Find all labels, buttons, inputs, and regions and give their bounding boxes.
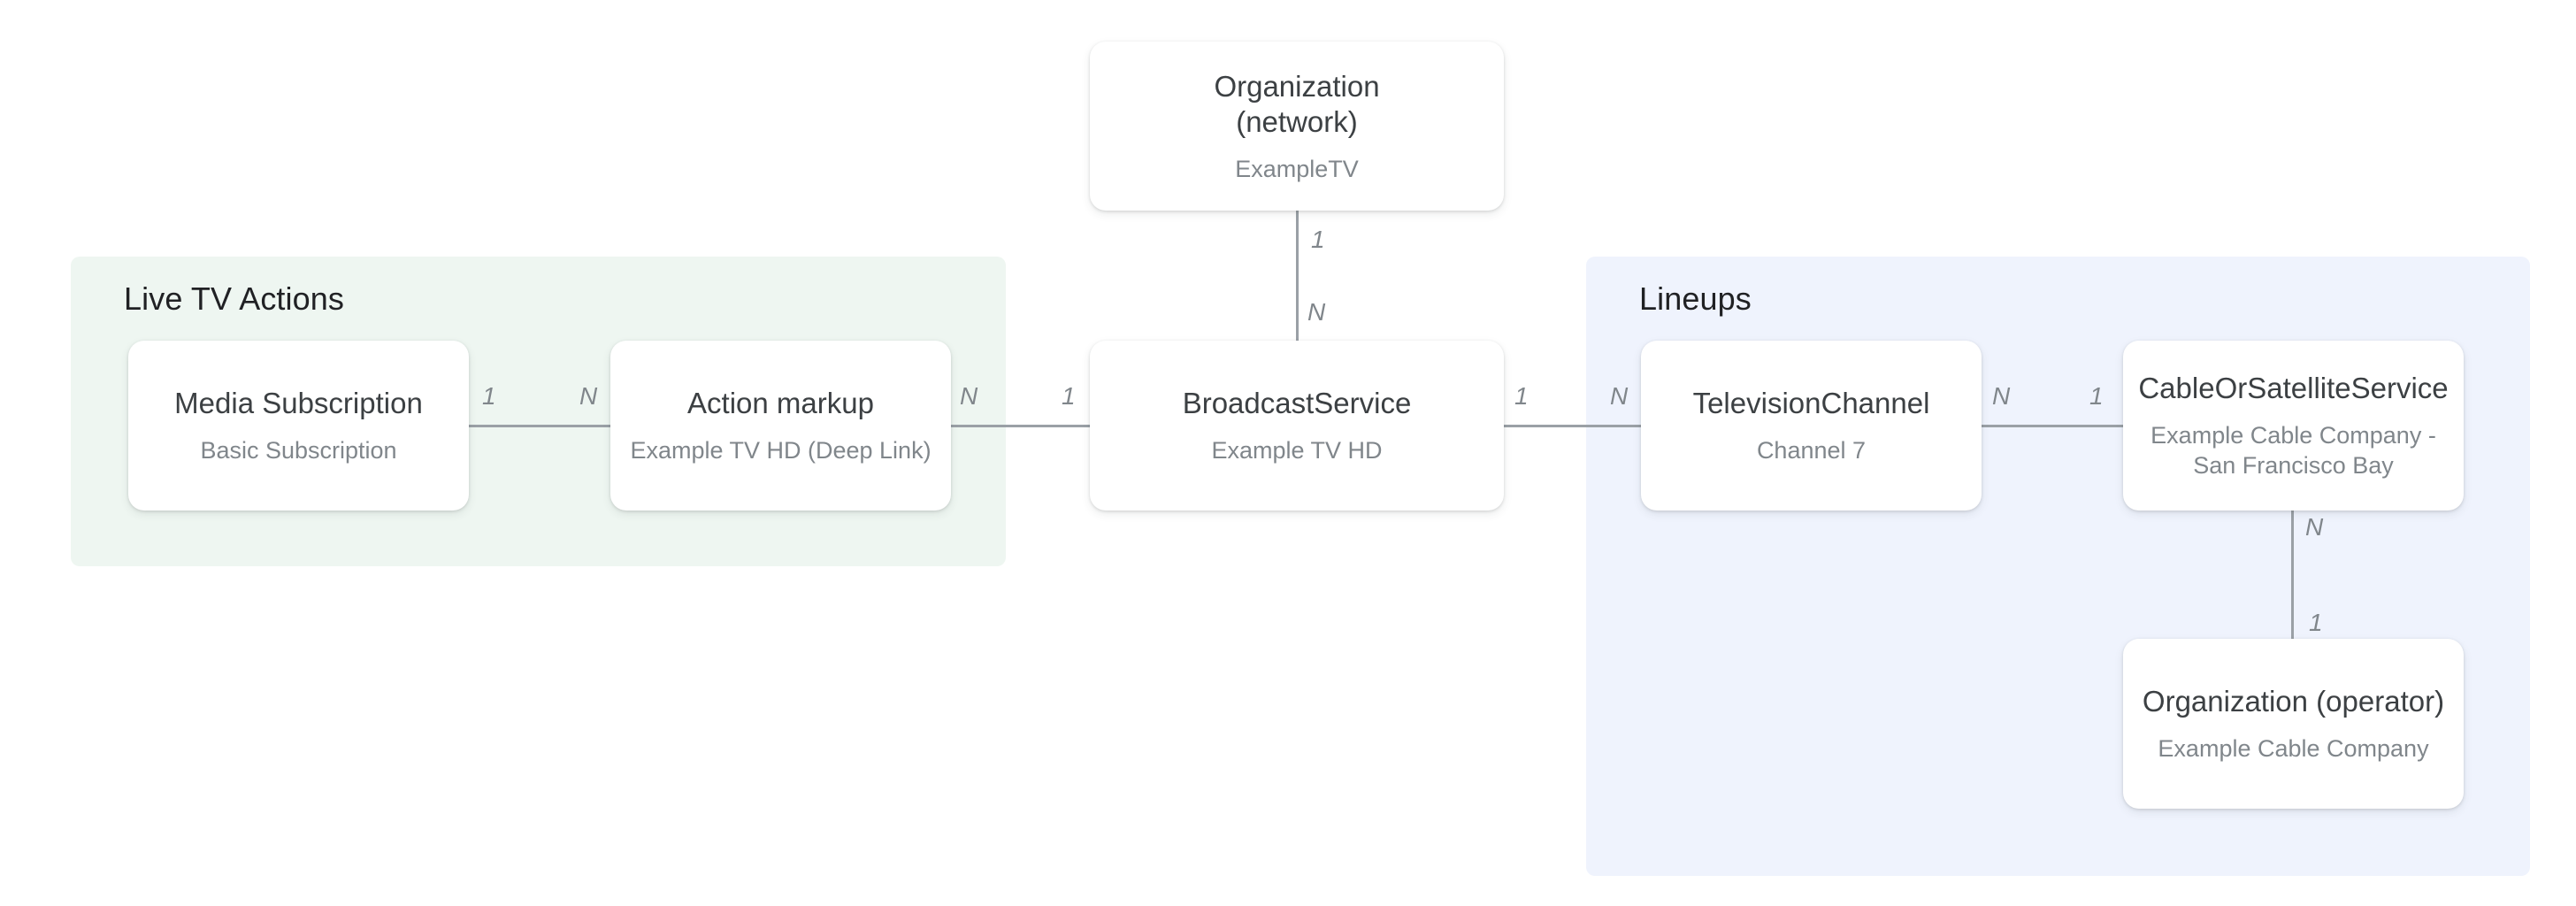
node-subtitle-broadcast-service: Example TV HD — [1211, 437, 1383, 464]
cardinality-television-channel-n-left: N — [1610, 382, 1629, 410]
cardinality-action-markup-n-right: N — [960, 382, 978, 410]
cardinality-organization-operator-1: 1 — [2309, 609, 2323, 636]
node-subtitle-organization-operator: Example Cable Company — [2158, 735, 2429, 762]
cardinality-action-markup-n-left: N — [579, 382, 598, 410]
node-subtitle-action-markup: Example TV HD (Deep Link) — [630, 437, 932, 464]
cardinality-television-channel-n-right: N — [1992, 382, 2011, 410]
node-subtitle-media-subscription: Basic Subscription — [200, 437, 397, 464]
node-title-organization-operator: Organization (operator) — [2142, 685, 2445, 718]
node-subtitle-cable-or-satellite-service: Example Cable Company - San Francisco Ba… — [2150, 422, 2436, 479]
node-cable-or-satellite-service[interactable]: CableOrSatelliteService Example Cable Co… — [2123, 341, 2464, 511]
node-organization-network[interactable]: Organization (network) ExampleTV — [1090, 42, 1504, 211]
connector-action-markup-broadcast-service — [938, 425, 1141, 427]
cardinality-cable-or-satellite-n-bottom: N — [2305, 513, 2324, 541]
cardinality-broadcast-service-1-left: 1 — [1062, 382, 1076, 410]
node-title-action-markup: Action markup — [687, 387, 874, 419]
connector-media-subscription-action-markup — [460, 425, 637, 427]
node-subtitle-television-channel: Channel 7 — [1756, 437, 1867, 464]
node-title-cable-or-satellite-service: CableOrSatelliteService — [2138, 372, 2449, 404]
node-organization-operator[interactable]: Organization (operator) Example Cable Co… — [2123, 639, 2464, 809]
connector-organization-network-broadcast-service — [1296, 205, 1299, 347]
node-media-subscription[interactable]: Media Subscription Basic Subscription — [128, 341, 469, 511]
cardinality-organization-network-1: 1 — [1311, 226, 1325, 253]
node-title-media-subscription: Media Subscription — [174, 387, 423, 419]
node-broadcast-service[interactable]: BroadcastService Example TV HD — [1090, 341, 1504, 511]
cardinality-media-subscription-1: 1 — [482, 382, 496, 410]
node-television-channel[interactable]: TelevisionChannel Channel 7 — [1641, 341, 1982, 511]
node-title-television-channel: TelevisionChannel — [1692, 387, 1930, 419]
cardinality-cable-or-satellite-1-left: 1 — [2089, 382, 2104, 410]
node-subtitle-organization-network: ExampleTV — [1235, 155, 1359, 182]
cardinality-broadcast-service-n-top: N — [1307, 298, 1326, 326]
panel-title-live-tv-actions: Live TV Actions — [124, 280, 344, 317]
connector-cable-or-satellite-organization-operator — [2291, 509, 2294, 641]
connector-television-channel-cable-or-satellite — [1973, 425, 2150, 427]
node-title-organization-network: Organization (network) — [1214, 69, 1380, 138]
node-title-broadcast-service: BroadcastService — [1182, 387, 1412, 419]
connector-broadcast-service-television-channel — [1495, 425, 1672, 427]
panel-title-lineups: Lineups — [1639, 280, 1752, 317]
cardinality-broadcast-service-1-right: 1 — [1514, 382, 1529, 410]
node-action-markup[interactable]: Action markup Example TV HD (Deep Link) — [610, 341, 951, 511]
